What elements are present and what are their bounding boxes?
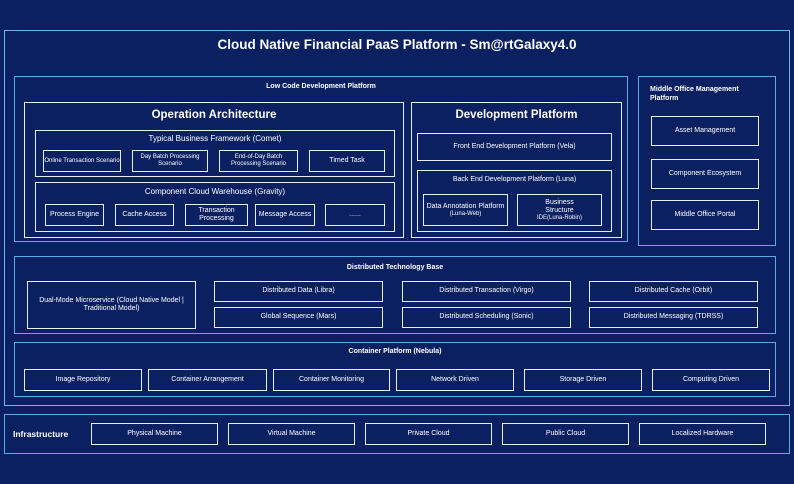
distributed-scheduling: Distributed Scheduling (Sonic): [402, 307, 571, 328]
business-framework-title: Typical Business Framework (Comet): [148, 134, 282, 143]
data-annotation-label: Data Annotation Platform: [426, 202, 505, 210]
low-code-frame: [14, 76, 628, 242]
operation-architecture-frame: [24, 102, 404, 238]
container-frame: [14, 342, 776, 397]
distributed-data: Distributed Data (Libra): [214, 281, 383, 302]
message-access: Message Access: [255, 204, 315, 226]
container-arrangement: Container Arrangement: [148, 369, 267, 391]
data-annotation-sub: (Luna-Web): [449, 210, 482, 217]
infrastructure-frame: [4, 414, 790, 454]
back-end-platform-title: Back End Development Platform (Luna): [452, 176, 577, 183]
physical-machine: Physical Machine: [91, 423, 218, 445]
distributed-messaging: Distributed Messaging (TDRSS): [589, 307, 758, 328]
low-code-title: Low Code Development Platform: [266, 83, 376, 90]
middle-office-portal: Middle Office Portal: [651, 200, 759, 230]
business-structure-sub: IDE(Luna-Robin): [536, 214, 583, 221]
operation-architecture-title: Operation Architecture: [151, 109, 277, 121]
warehouse-title: Component Cloud Warehouse (Gravity): [144, 187, 286, 196]
transaction-processing: Transaction Processing: [185, 204, 248, 226]
network-driven: Network Driven: [396, 369, 514, 391]
platform-frame: [4, 30, 790, 406]
infrastructure-title: Infrastructure: [13, 429, 69, 439]
distributed-transaction: Distributed Transaction (Virgo): [402, 281, 571, 302]
asset-management: Asset Management: [651, 116, 759, 146]
back-end-platform-frame: [417, 170, 612, 232]
container-title: Container Platform (Nebula): [348, 348, 442, 355]
distributed-cache: Distributed Cache (Orbit): [589, 281, 758, 302]
front-end-platform: Front End Development Platform (Vela): [417, 133, 612, 161]
business-structure-label: Business Structure: [545, 198, 574, 214]
computing-driven: Computing Driven: [652, 369, 770, 391]
middle-office-frame: [638, 76, 776, 246]
component-ecosystem: Component Ecosystem: [651, 159, 759, 189]
development-platform-frame: [411, 102, 622, 238]
distributed-title: Distributed Technology Base: [346, 264, 444, 271]
business-framework-frame: [35, 130, 395, 177]
warehouse-frame: [35, 182, 395, 232]
data-annotation-platform: Data Annotation Platform (Luna-Web): [423, 194, 508, 226]
business-structure-ide: Business Structure IDE(Luna-Robin): [517, 194, 602, 226]
cache-access: Cache Access: [115, 204, 174, 226]
page-title: Cloud Native Financial PaaS Platform - S…: [217, 37, 577, 52]
dual-mode-microservice: Dual-Mode Microservice (Cloud Native Mod…: [27, 281, 196, 329]
end-of-day-batch-scenario: End-of-Day Batch Processing Scenario: [219, 150, 298, 172]
private-cloud: Private Cloud: [365, 423, 492, 445]
process-engine: Process Engine: [45, 204, 104, 226]
development-platform-title: Development Platform: [455, 109, 578, 121]
warehouse-more: ......: [325, 204, 385, 226]
container-monitoring: Container Monitoring: [273, 369, 390, 391]
virtual-machine: Virtual Machine: [228, 423, 355, 445]
timed-task: Timed Task: [309, 150, 385, 172]
day-batch-processing-scenario: Day Batch Processing Scenario: [132, 150, 208, 172]
online-transaction-scenario: Online Transaction Scenario: [43, 150, 121, 172]
storage-driven: Storage Driven: [524, 369, 642, 391]
global-sequence: Global Sequence (Mars): [214, 307, 383, 328]
image-repository: Image Repository: [24, 369, 142, 391]
public-cloud: Public Cloud: [502, 423, 629, 445]
localized-hardware: Localized Hardware: [639, 423, 766, 445]
middle-office-title: Middle Office Management Platform: [650, 86, 739, 103]
distributed-frame: [14, 256, 776, 334]
